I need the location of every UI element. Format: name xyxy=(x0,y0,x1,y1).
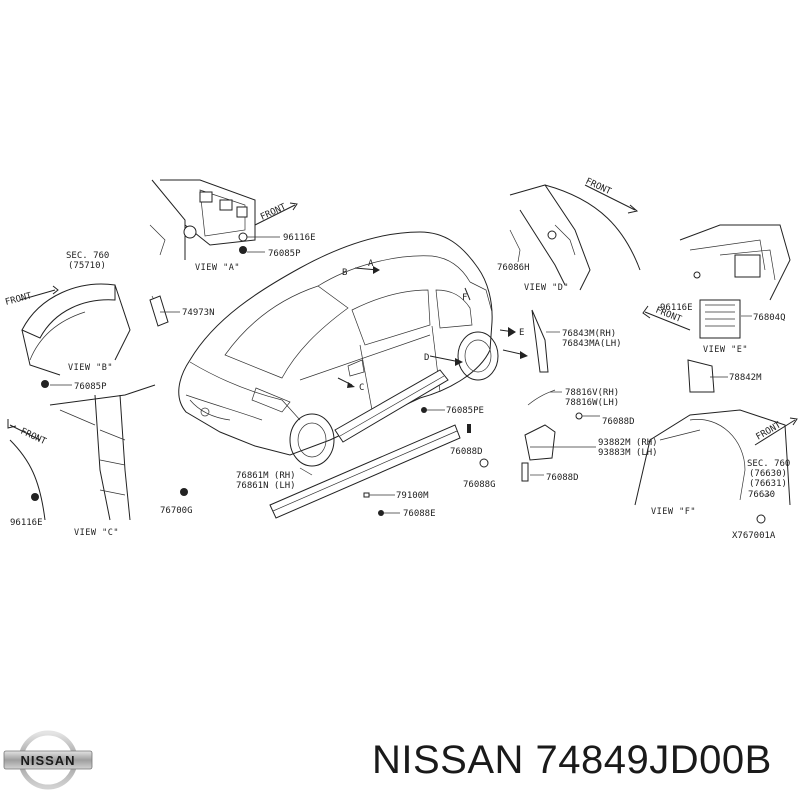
view-e-caption: VIEW "E" xyxy=(703,345,748,355)
view-b-detail xyxy=(21,283,166,388)
front-label-c: FRONT xyxy=(19,427,48,448)
part-label-74973n: 74973N xyxy=(182,308,215,318)
view-c-caption: VIEW "C" xyxy=(74,528,119,538)
part-label-96116e-a: 96116E xyxy=(283,233,316,243)
view-captions: VIEW "A" VIEW "B" VIEW "C" VIEW "D" VIEW… xyxy=(68,263,748,538)
view-a-detail xyxy=(149,179,280,260)
part-labels: 96116E 76085P 74973N 76085P 96116E 76861… xyxy=(10,233,786,541)
part-label-96116e-c: 96116E xyxy=(10,518,43,528)
part-label-76630: 76630 xyxy=(748,490,775,500)
view-b-caption: VIEW "B" xyxy=(68,363,113,373)
front-arrows xyxy=(7,184,798,446)
view-f-caption: VIEW "F" xyxy=(651,507,696,517)
part-label-78842m: 78842M xyxy=(729,373,762,383)
part-label-78816v: 78816V(RH) xyxy=(565,388,619,398)
arrow-letter-a: A xyxy=(368,259,374,269)
part-label-76861m: 76861M (RH) xyxy=(236,471,296,481)
sec-ref-right-code2: (76631) xyxy=(749,479,787,489)
view-d-caption: VIEW "D" xyxy=(524,283,569,293)
front-label-b: FRONT xyxy=(4,291,33,308)
part-label-76700g: 76700G xyxy=(160,506,193,516)
front-label-d: FRONT xyxy=(584,177,613,198)
part-label-76088d-b: 76088D xyxy=(546,473,579,483)
nissan-logo: NISSAN xyxy=(3,730,93,790)
part-label-96116e-e: 96116E xyxy=(660,303,693,313)
sec-ref-right-code: (76630) xyxy=(749,469,787,479)
part-label-76843m: 76843M(RH) xyxy=(562,329,616,339)
sec-ref-left-code: (75710) xyxy=(68,261,106,271)
part-label-76088g: 76088G xyxy=(463,480,496,490)
section-references: SEC. 760 (75710) SEC. 760 (76630) (76631… xyxy=(66,251,790,489)
part-label-78816w: 78816W(LH) xyxy=(565,398,619,408)
arrow-letter-b: B xyxy=(342,268,347,278)
view-f-detail xyxy=(634,409,791,524)
part-label-76861n: 76861N (LH) xyxy=(236,481,296,491)
arrow-letters: A B C D E F xyxy=(342,259,524,393)
arrow-letter-e: E xyxy=(519,328,524,338)
arrow-letter-d: D xyxy=(424,353,429,363)
part-label-79100m: 79100M xyxy=(396,491,429,501)
arrow-letter-c: C xyxy=(359,383,364,393)
part-number-caption: NISSAN 74849JD00B xyxy=(372,738,772,782)
car-body xyxy=(178,231,499,467)
part-label-93882m: 93882M (RH) xyxy=(598,438,658,448)
small-parts xyxy=(149,295,715,516)
part-label-76086h: 76086H xyxy=(497,263,530,273)
part-label-76088e: 76088E xyxy=(403,509,436,519)
view-a-caption: VIEW "A" xyxy=(195,263,240,273)
side-sill-molding xyxy=(269,369,461,519)
sec-ref-right-title: SEC. 760 xyxy=(747,459,790,469)
view-c-detail xyxy=(9,384,156,521)
front-label-a: FRONT xyxy=(259,202,288,223)
view-e-detail xyxy=(679,224,791,339)
leader-lines xyxy=(50,300,770,514)
part-label-76085p-a: 76085P xyxy=(268,249,301,259)
part-label-93883m: 93883M (LH) xyxy=(598,448,658,458)
part-label-76804q: 76804Q xyxy=(753,313,786,323)
logo-wordmark: NISSAN xyxy=(20,753,75,768)
part-label-76088d-c: 76088D xyxy=(602,417,635,427)
front-label-f: FRONT xyxy=(755,420,784,442)
view-arrows xyxy=(337,266,528,388)
view-d-detail xyxy=(509,184,641,291)
sec-ref-left-title: SEC. 760 xyxy=(66,251,109,261)
arrow-letter-f: F xyxy=(462,293,467,303)
part-label-76088d-a: 76088D xyxy=(450,447,483,457)
part-label-76085p-b: 76085P xyxy=(74,382,107,392)
part-label-76085pe: 76085PE xyxy=(446,406,484,416)
part-label-76843ma: 76843MA(LH) xyxy=(562,339,622,349)
part-label-x767001a: X767001A xyxy=(732,531,776,541)
